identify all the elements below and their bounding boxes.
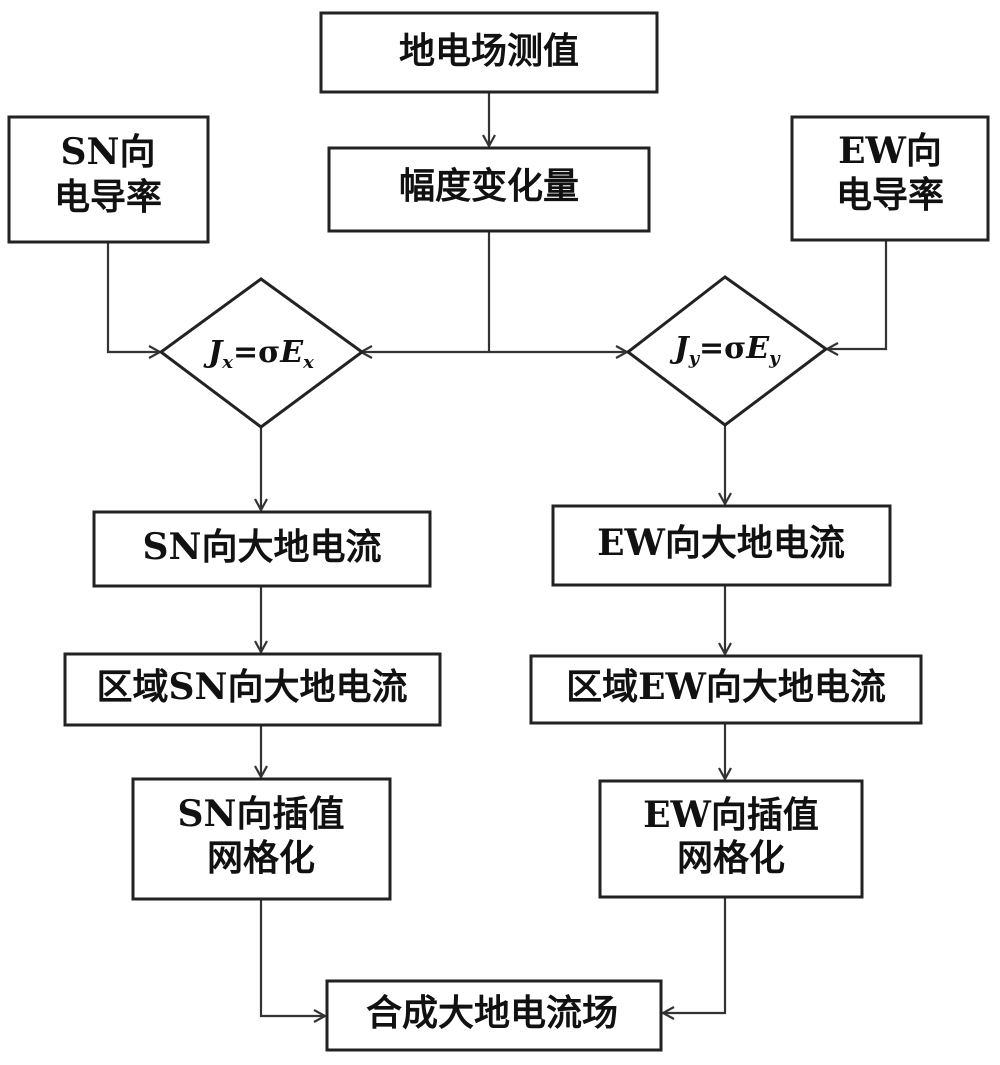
node-synthesized-field-label: 合成大地电流场 (366, 992, 618, 1034)
node-regional-sn-current: 区域SN向大地电流 (63, 652, 442, 727)
node-measured-field: 地电场测值 (319, 11, 659, 94)
equation-x: Jx=σEx (203, 335, 314, 373)
node-amplitude-change-label: 幅度变化量 (399, 165, 579, 207)
node-measured-field-label: 地电场测值 (399, 30, 579, 72)
node-sn-conductivity-line1: SN向 (61, 131, 156, 173)
node-regional-sn-current-label: 区域SN向大地电流 (97, 666, 408, 708)
connectors (106, 92, 888, 1016)
node-sn-interpolation: SN向插值 网格化 (131, 777, 392, 901)
node-equation-y: Jy=σEy (625, 275, 829, 427)
node-equation-x: Jx=σEx (158, 277, 365, 429)
node-sn-interpolation-line1: SN向插值 (178, 793, 345, 835)
node-regional-ew-current-label: 区域EW向大地电流 (566, 666, 886, 708)
node-amplitude-change: 幅度变化量 (327, 146, 651, 233)
node-ew-interpolation: EW向插值 网格化 (598, 779, 864, 899)
node-ew-conductivity: EW向 电导率 (790, 115, 990, 242)
equation-y: Jy=σEy (669, 331, 781, 369)
node-ew-interpolation-line1: EW向插值 (643, 794, 819, 836)
node-ew-conductivity-line2: 电导率 (836, 174, 944, 216)
arrow-sn-cond-to-eq-x (106, 242, 160, 352)
arrow-ew-cond-to-eq-y (827, 240, 888, 349)
node-sn-conductivity: SN向 电导率 (7, 115, 210, 244)
node-sn-interpolation-line2: 网格化 (207, 837, 315, 879)
node-ew-current-label: EW向大地电流 (597, 522, 845, 564)
node-ew-interpolation-line2: 网格化 (677, 837, 785, 879)
node-sn-current-label: SN向大地电流 (143, 526, 382, 568)
arrow-sn-interp-to-result (259, 899, 325, 1016)
node-regional-ew-current: 区域EW向大地电流 (529, 654, 923, 725)
arrow-ew-interp-to-result (663, 897, 727, 1013)
node-ew-current: EW向大地电流 (551, 504, 892, 587)
node-sn-conductivity-line2: 电导率 (54, 176, 162, 218)
node-synthesized-field: 合成大地电流场 (325, 979, 663, 1052)
node-ew-conductivity-line1: EW向 (838, 130, 942, 172)
node-sn-current: SN向大地电流 (92, 510, 432, 588)
